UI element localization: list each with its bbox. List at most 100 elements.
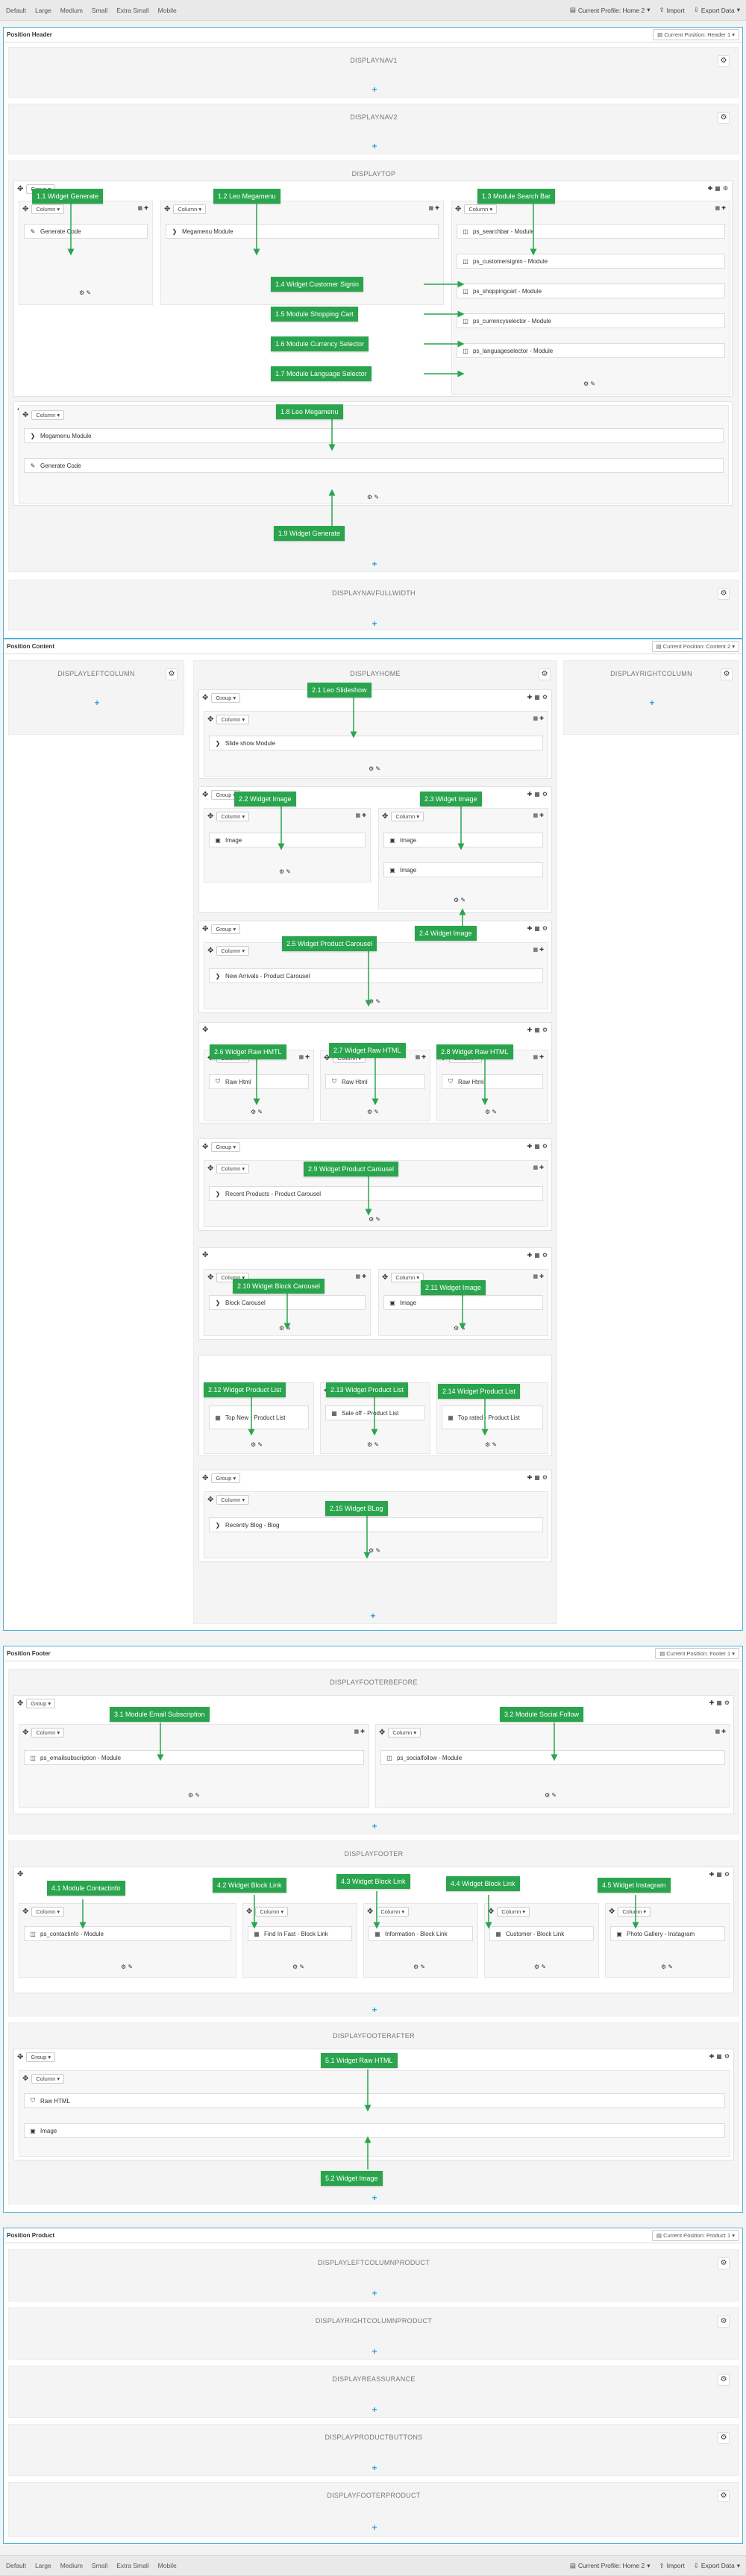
column-tools[interactable]: ⚙ ✎	[369, 1216, 380, 1223]
edit-icon[interactable]: ✎	[551, 1792, 557, 1799]
edit-icon[interactable]: ✎	[375, 1216, 381, 1223]
columns-icon[interactable]: ▦	[534, 1027, 540, 1033]
device-medium[interactable]: Medium	[60, 2562, 83, 2569]
add-icon[interactable]: ✚	[709, 1871, 715, 1878]
gear-icon[interactable]: ⚙	[369, 998, 374, 1005]
gear-icon[interactable]: ⚙	[718, 55, 730, 67]
edit-icon[interactable]: ✎	[420, 1964, 426, 1970]
gear-icon[interactable]: ⚙	[542, 1474, 548, 1481]
move-icon[interactable]: ✥	[207, 812, 214, 821]
column-tools[interactable]: ⚙ ✎	[545, 1792, 557, 1799]
edit-icon[interactable]: ✎	[668, 1964, 674, 1970]
edit-icon[interactable]: ✎	[460, 897, 466, 903]
module-item[interactable]: ◫ps_customersignin - Module	[457, 254, 725, 269]
gear-icon[interactable]: ⚙	[721, 668, 733, 680]
move-icon[interactable]: ✥	[202, 925, 209, 933]
column-tools[interactable]: ⚙ ✎	[534, 1964, 546, 1970]
device-default[interactable]: Default	[6, 6, 26, 14]
module-item[interactable]: ◫ps_languageselector - Module	[457, 343, 725, 358]
move-icon[interactable]: ✥	[455, 205, 462, 213]
device-medium[interactable]: Medium	[60, 6, 83, 14]
add-icon[interactable]: ✚	[305, 1055, 310, 1060]
module-item[interactable]: ❯Megamenu Module	[24, 428, 724, 443]
gear-icon[interactable]: ⚙	[454, 897, 460, 903]
move-icon[interactable]: ✥	[17, 2053, 24, 2061]
columns-icon[interactable]: ▦	[355, 813, 361, 818]
add-icon[interactable]: ✚	[527, 1252, 533, 1259]
move-icon[interactable]: ✥	[17, 185, 24, 193]
edit-icon[interactable]: ✎	[375, 765, 381, 772]
gear-icon[interactable]: ⚙	[718, 2374, 730, 2386]
columns-icon[interactable]: ▦	[428, 206, 434, 211]
device-extra-small[interactable]: Extra Small	[116, 6, 149, 14]
gear-icon[interactable]: ⚙	[718, 2257, 730, 2269]
add-icon[interactable]: +	[372, 2193, 377, 2203]
gear-icon[interactable]: ⚙	[718, 112, 730, 124]
columns-icon[interactable]: ▦	[415, 1055, 421, 1060]
move-icon[interactable]: ✥	[488, 1908, 495, 1916]
module-item[interactable]: ▦Sale off - Product List	[325, 1405, 425, 1420]
module-item[interactable]: ▦Top New - Product List	[209, 1405, 309, 1429]
gear-icon[interactable]: ⚙	[542, 1143, 548, 1150]
module-item[interactable]: ❯New Arrivals - Product Carousel	[209, 968, 543, 983]
move-icon[interactable]: ✥	[379, 1729, 386, 1737]
column-button[interactable]: Column ▾	[31, 2074, 65, 2084]
columns-icon[interactable]: ▦	[533, 1274, 539, 1279]
columns-icon[interactable]: ▦	[534, 1143, 540, 1150]
module-item[interactable]: ◫ps_socialfollow - Module	[380, 1750, 725, 1765]
move-icon[interactable]: ✥	[207, 1496, 214, 1504]
columns-icon[interactable]: ▦	[533, 1055, 539, 1060]
move-icon[interactable]: ✥	[17, 1870, 24, 1878]
gear-icon[interactable]: ⚙	[542, 791, 548, 797]
module-item[interactable]: ▣Image	[209, 833, 366, 847]
gear-icon[interactable]: ⚙	[369, 1547, 374, 1554]
column-tools[interactable]: ⚙ ✎	[279, 1325, 291, 1332]
gear-icon[interactable]: ⚙	[718, 588, 730, 600]
columns-icon[interactable]: ▦	[715, 206, 721, 211]
add-icon[interactable]: ✚	[539, 1165, 544, 1171]
column-button[interactable]: Column ▾	[216, 715, 250, 724]
edit-icon[interactable]: ✎	[257, 1441, 263, 1448]
edit-icon[interactable]: ✎	[299, 1964, 305, 1970]
module-item[interactable]: ▣Image	[383, 833, 543, 847]
device-large[interactable]: Large	[34, 2562, 51, 2569]
move-icon[interactable]: ✥	[202, 791, 209, 799]
column-button[interactable]: Column ▾	[31, 204, 65, 214]
move-icon[interactable]: ✥	[246, 1908, 253, 1916]
add-icon[interactable]: ✚	[539, 813, 544, 818]
gear-icon[interactable]: ⚙	[718, 2490, 730, 2502]
edit-icon[interactable]: ✎	[286, 1325, 292, 1332]
gear-icon[interactable]: ⚙	[485, 1441, 491, 1448]
move-icon[interactable]: ✥	[382, 1273, 389, 1282]
column-button[interactable]: Column ▾	[216, 1164, 250, 1173]
position-selector[interactable]: ▤ Current Position: Product 1 ▾	[651, 2230, 739, 2241]
column-button[interactable]: Column ▾	[391, 1273, 424, 1282]
position-selector[interactable]: ▤ Current Position: Footer 1 ▾	[655, 1648, 739, 1659]
gear-icon[interactable]: ⚙	[188, 1792, 194, 1799]
module-item[interactable]: ▦Customer - Block Link	[489, 1926, 594, 1941]
module-item[interactable]: ✎Generate Code	[24, 458, 724, 473]
columns-icon[interactable]: ▦	[716, 2053, 722, 2060]
columns-icon[interactable]: ▦	[716, 1699, 722, 1706]
add-icon[interactable]: ✚	[527, 694, 533, 701]
module-item[interactable]: ✎Generate Code	[24, 224, 148, 239]
device-small[interactable]: Small	[91, 2562, 108, 2569]
column-tools[interactable]: ⚙ ✎	[369, 1547, 380, 1554]
add-icon[interactable]: ✚	[362, 1274, 366, 1279]
move-icon[interactable]: ✥	[164, 205, 171, 213]
gear-icon[interactable]: ⚙	[367, 494, 373, 501]
column-button[interactable]: Column ▾	[376, 1907, 410, 1917]
device-mobile[interactable]: Mobile	[157, 2562, 177, 2569]
module-item[interactable]: ▣Image	[24, 2123, 725, 2138]
module-item[interactable]: ❯Recent Products - Product Carousel	[209, 1186, 543, 1201]
move-icon[interactable]: ✥	[202, 694, 209, 702]
gear-icon[interactable]: ⚙	[485, 1109, 491, 1115]
gear-icon[interactable]: ⚙	[542, 1252, 548, 1259]
column-button[interactable]: Column ▾	[388, 1728, 421, 1737]
gear-icon[interactable]: ⚙	[413, 1964, 419, 1970]
move-icon[interactable]: ✥	[202, 1474, 209, 1482]
module-item[interactable]: ▣Image	[383, 1295, 543, 1310]
columns-icon[interactable]: ▦	[354, 1729, 360, 1734]
module-item[interactable]: ▦Top rated - Product List	[442, 1405, 543, 1429]
add-icon[interactable]: ✚	[721, 206, 726, 211]
